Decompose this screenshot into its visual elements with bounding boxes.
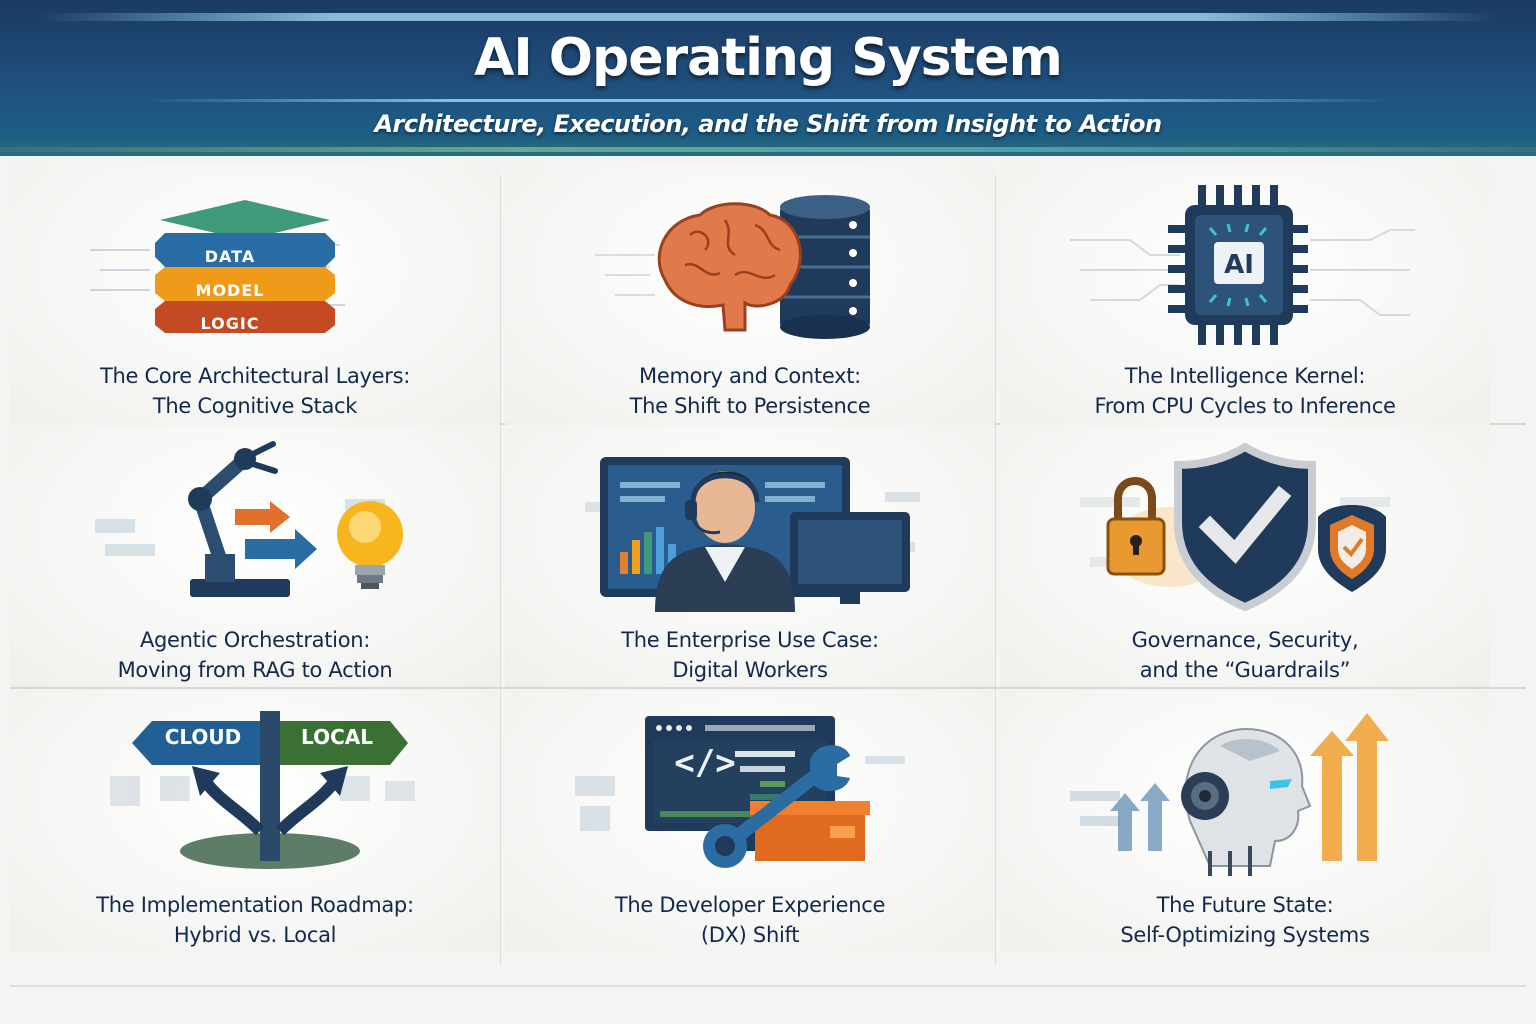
tile-title: Governance, Security,	[1131, 628, 1359, 652]
header-divider-line	[140, 99, 1396, 102]
stack-label-model: MODEL	[195, 281, 265, 300]
signpost-icon	[110, 711, 415, 869]
tile-caption: The Developer Experience (DX) Shift	[505, 890, 995, 950]
tile-title: Agentic Orchestration:	[139, 628, 371, 652]
tile-developer-experience: </> The Developer Experience (DX) Shift	[505, 691, 995, 951]
stack-label-logic: LOGIC	[200, 314, 260, 333]
tile-caption: The Implementation Roadmap: Hybrid vs. L…	[10, 890, 500, 950]
tile-title: The Implementation Roadmap:	[96, 893, 414, 917]
topic-grid: DATA MODEL LOGIC The Core Architectural …	[10, 165, 1526, 985]
robot-head-arrows-icon	[1070, 713, 1389, 876]
tile-caption: The Intelligence Kernel: From CPU Cycles…	[1000, 361, 1490, 421]
tile-caption: The Core Architectural Layers: The Cogni…	[10, 361, 500, 421]
shield-lock-icon	[1080, 442, 1390, 612]
tile-future-state: The Future State: Self-Optimizing System…	[1000, 691, 1490, 951]
page-subtitle: Architecture, Execution, and the Shift f…	[374, 110, 1162, 138]
tile-title: The Enterprise Use Case:	[621, 628, 879, 652]
stack-label-data: DATA	[204, 247, 256, 266]
grid-divider	[995, 175, 996, 965]
tile-title: The Future State:	[1156, 893, 1334, 917]
tile-subtitle: (DX) Shift	[700, 923, 800, 947]
tile-title: The Intelligence Kernel:	[1124, 364, 1366, 388]
code-wrench-icon	[575, 716, 905, 868]
page-title: AI Operating System	[474, 28, 1063, 88]
sign-label-local: LOCAL	[301, 725, 373, 749]
tile-implementation-roadmap: CLOUD LOCAL The Implementation Roadmap: …	[10, 691, 500, 951]
tile-agentic-orchestration: Agentic Orchestration: Moving from RAG t…	[10, 427, 500, 687]
tile-subtitle: The Shift to Persistence	[629, 394, 871, 418]
tile-memory-and-context: Memory and Context: The Shift to Persist…	[505, 165, 995, 425]
grid-divider	[10, 687, 1526, 689]
tile-caption: The Future State: Self-Optimizing System…	[1000, 890, 1490, 950]
sign-label-cloud: CLOUD	[164, 725, 242, 749]
tile-subtitle: and the “Guardrails”	[1139, 658, 1351, 682]
layer-stack-icon	[90, 200, 345, 333]
header-bottom-line	[0, 147, 1536, 152]
tile-title: The Developer Experience	[614, 893, 886, 917]
ai-chip-icon	[1070, 185, 1415, 345]
tile-enterprise-use-case: The Enterprise Use Case: Digital Workers	[505, 427, 995, 687]
digital-worker-icon	[585, 457, 920, 612]
brain-database-icon	[595, 195, 870, 339]
robot-arm-lightbulb-icon	[95, 441, 403, 597]
tile-caption: Memory and Context: The Shift to Persist…	[505, 361, 995, 421]
header-glow-line	[40, 13, 1496, 21]
tile-intelligence-kernel: AI The Intelligence Kernel: From CPU Cyc…	[1000, 165, 1490, 425]
tile-title: The Core Architectural Layers:	[99, 364, 411, 388]
tile-subtitle: The Cognitive Stack	[152, 394, 358, 418]
tile-caption: Agentic Orchestration: Moving from RAG t…	[10, 625, 500, 685]
tile-core-architectural-layers: DATA MODEL LOGIC The Core Architectural …	[10, 165, 500, 425]
code-glyph: </>	[674, 743, 736, 783]
tile-caption: Governance, Security, and the “Guardrail…	[1000, 625, 1490, 685]
grid-divider	[500, 175, 501, 965]
tile-subtitle: Digital Workers	[672, 658, 828, 682]
tile-subtitle: Hybrid vs. Local	[173, 923, 337, 947]
tile-title: Memory and Context:	[639, 364, 861, 388]
header-banner: AI Operating System Architecture, Execut…	[0, 0, 1536, 156]
tile-caption: The Enterprise Use Case: Digital Workers	[505, 625, 995, 685]
tile-subtitle: Moving from RAG to Action	[117, 658, 393, 682]
chip-label: AI	[1224, 250, 1254, 280]
footer-divider	[10, 985, 1526, 987]
tile-subtitle: Self-Optimizing Systems	[1120, 923, 1370, 947]
tile-subtitle: From CPU Cycles to Inference	[1094, 394, 1396, 418]
tile-governance-security: Governance, Security, and the “Guardrail…	[1000, 427, 1490, 687]
